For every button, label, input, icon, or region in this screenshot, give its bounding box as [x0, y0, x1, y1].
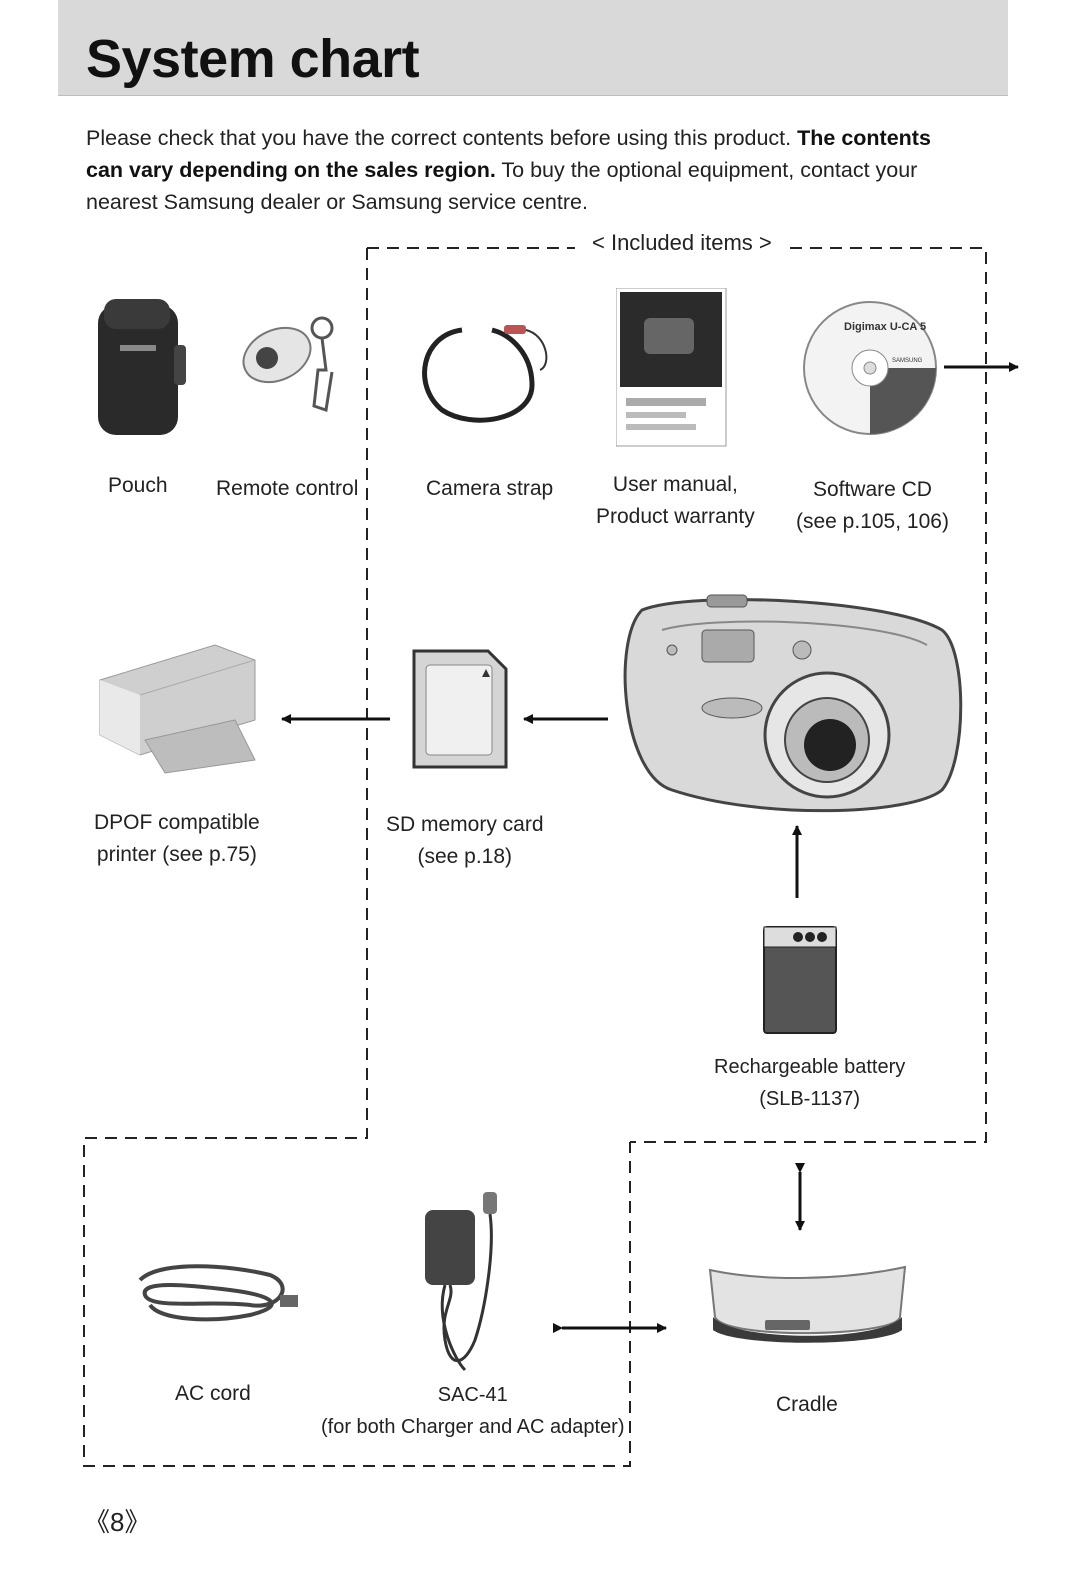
ac-adapter-label-line2: (for both Charger and AC adapter) — [321, 1416, 625, 1438]
camera-strap-image — [422, 325, 548, 423]
battery-label: Rechargeable battery (SLB-1137) — [714, 1051, 905, 1115]
intro-paragraph: Please check that you have the correct c… — [86, 122, 966, 218]
ac-adapter-image — [425, 1192, 497, 1372]
pouch-label: Pouch — [108, 474, 168, 497]
user-manual-label: User manual, Product warranty — [596, 469, 755, 533]
intro-bold-text: The contents can vary depending on the s… — [86, 126, 931, 182]
cd-brand-text: SAMSUNG — [892, 358, 923, 364]
camera-image — [623, 594, 963, 813]
software-cd-image: Digimax U-CA 5 SAMSUNG — [803, 301, 937, 435]
intro-text-2: To buy the optional equipment, contact y… — [86, 158, 918, 214]
ac-cord-image — [138, 1264, 298, 1322]
ac-adapter-label-line1: SAC-41 — [437, 1384, 508, 1406]
sd-card-label-line1: SD memory card — [386, 813, 544, 836]
remote-control-label: Remote control — [216, 477, 359, 500]
included-items-border — [83, 247, 987, 1467]
sd-card-label: SD memory card (see p.18) — [386, 809, 544, 873]
cradle-label: Cradle — [776, 1393, 838, 1416]
sd-card-label-line2: (see p.18) — [417, 845, 513, 868]
camera-strap-label: Camera strap — [426, 477, 554, 500]
user-manual-image — [616, 288, 727, 447]
ac-cord-label: AC cord — [175, 1382, 251, 1405]
user-manual-label-line1: User manual, — [612, 473, 738, 496]
software-cd-label: Software CD (see p.105, 106) — [796, 474, 949, 538]
sd-card-image — [412, 649, 508, 769]
battery-label-line1: Rechargeable battery — [714, 1056, 906, 1078]
title-bar — [58, 0, 1008, 96]
printer-label-line2: printer (see p.75) — [96, 843, 257, 866]
intro-text-1: Please check that you have the correct c… — [86, 126, 792, 150]
remote-control-image — [242, 316, 334, 412]
printer-label: DPOF compatible printer (see p.75) — [94, 807, 260, 871]
software-cd-label-line2: (see p.105, 106) — [796, 510, 949, 533]
page-number: 《8》 — [84, 1507, 151, 1537]
pouch-image — [98, 299, 186, 435]
software-cd-label-line1: Software CD — [812, 478, 932, 501]
battery-label-line2: (SLB-1137) — [759, 1088, 861, 1110]
ac-adapter-label: SAC-41 (for both Charger and AC adapter) — [321, 1379, 625, 1443]
cd-disc-text: Digimax U-CA 5 — [844, 321, 926, 333]
printer-image — [99, 644, 256, 774]
page-title: System chart — [86, 29, 420, 89]
included-items-heading: < Included items > — [584, 230, 780, 256]
cradle-image — [708, 1265, 907, 1343]
printer-label-line1: DPOF compatible — [94, 811, 260, 834]
battery-image — [763, 926, 837, 1034]
user-manual-label-line2: Product warranty — [596, 505, 755, 528]
